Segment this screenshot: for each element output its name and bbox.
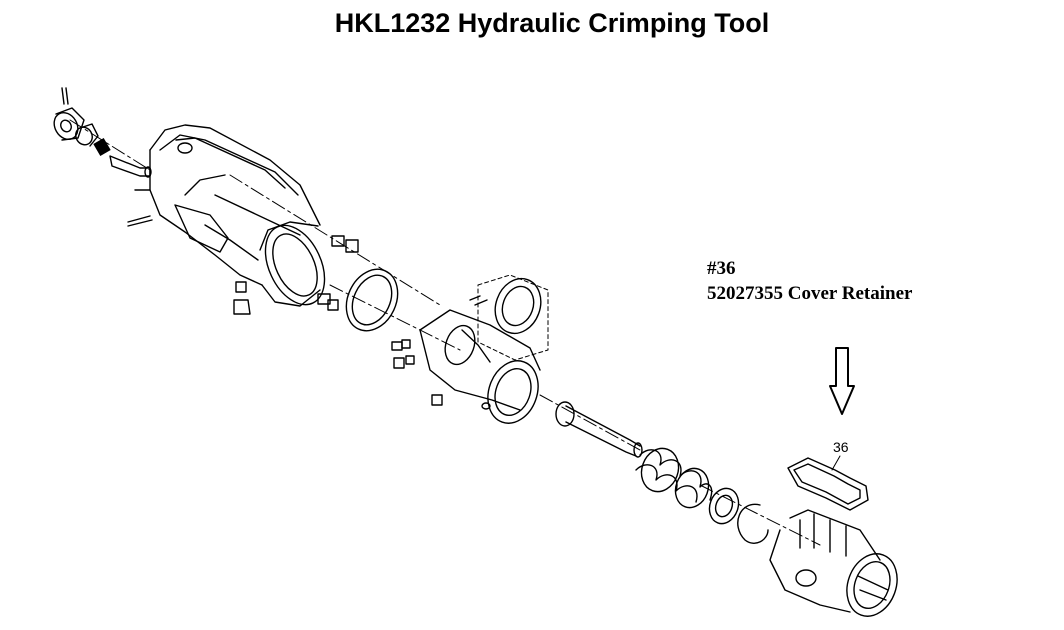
return-spring bbox=[635, 447, 713, 509]
snap-ring bbox=[737, 503, 769, 544]
cover-retainer-gasket bbox=[787, 457, 869, 511]
cylinder-block bbox=[419, 295, 541, 424]
part-leader-line bbox=[831, 455, 841, 471]
cylinder-fittings bbox=[391, 339, 491, 410]
piston-rod bbox=[555, 401, 643, 458]
sleeve-ring bbox=[494, 277, 542, 335]
sleeve-detail-box bbox=[477, 274, 549, 361]
housing-fittings bbox=[233, 235, 359, 315]
pin-washer-assembly bbox=[53, 87, 99, 147]
callout-part-number: #36 bbox=[707, 258, 736, 279]
small-spring bbox=[93, 137, 111, 157]
callout-arrow bbox=[829, 347, 855, 415]
diagram-title: HKL1232 Hydraulic Crimping Tool bbox=[334, 8, 770, 38]
spring-washer bbox=[708, 487, 740, 525]
part-number-label: 36 bbox=[833, 439, 849, 455]
callout-part-description: 52027355 Cover Retainer bbox=[707, 283, 913, 304]
upper-housing bbox=[127, 124, 326, 307]
end-cap-housing bbox=[769, 509, 898, 617]
ring-seal bbox=[345, 268, 399, 332]
